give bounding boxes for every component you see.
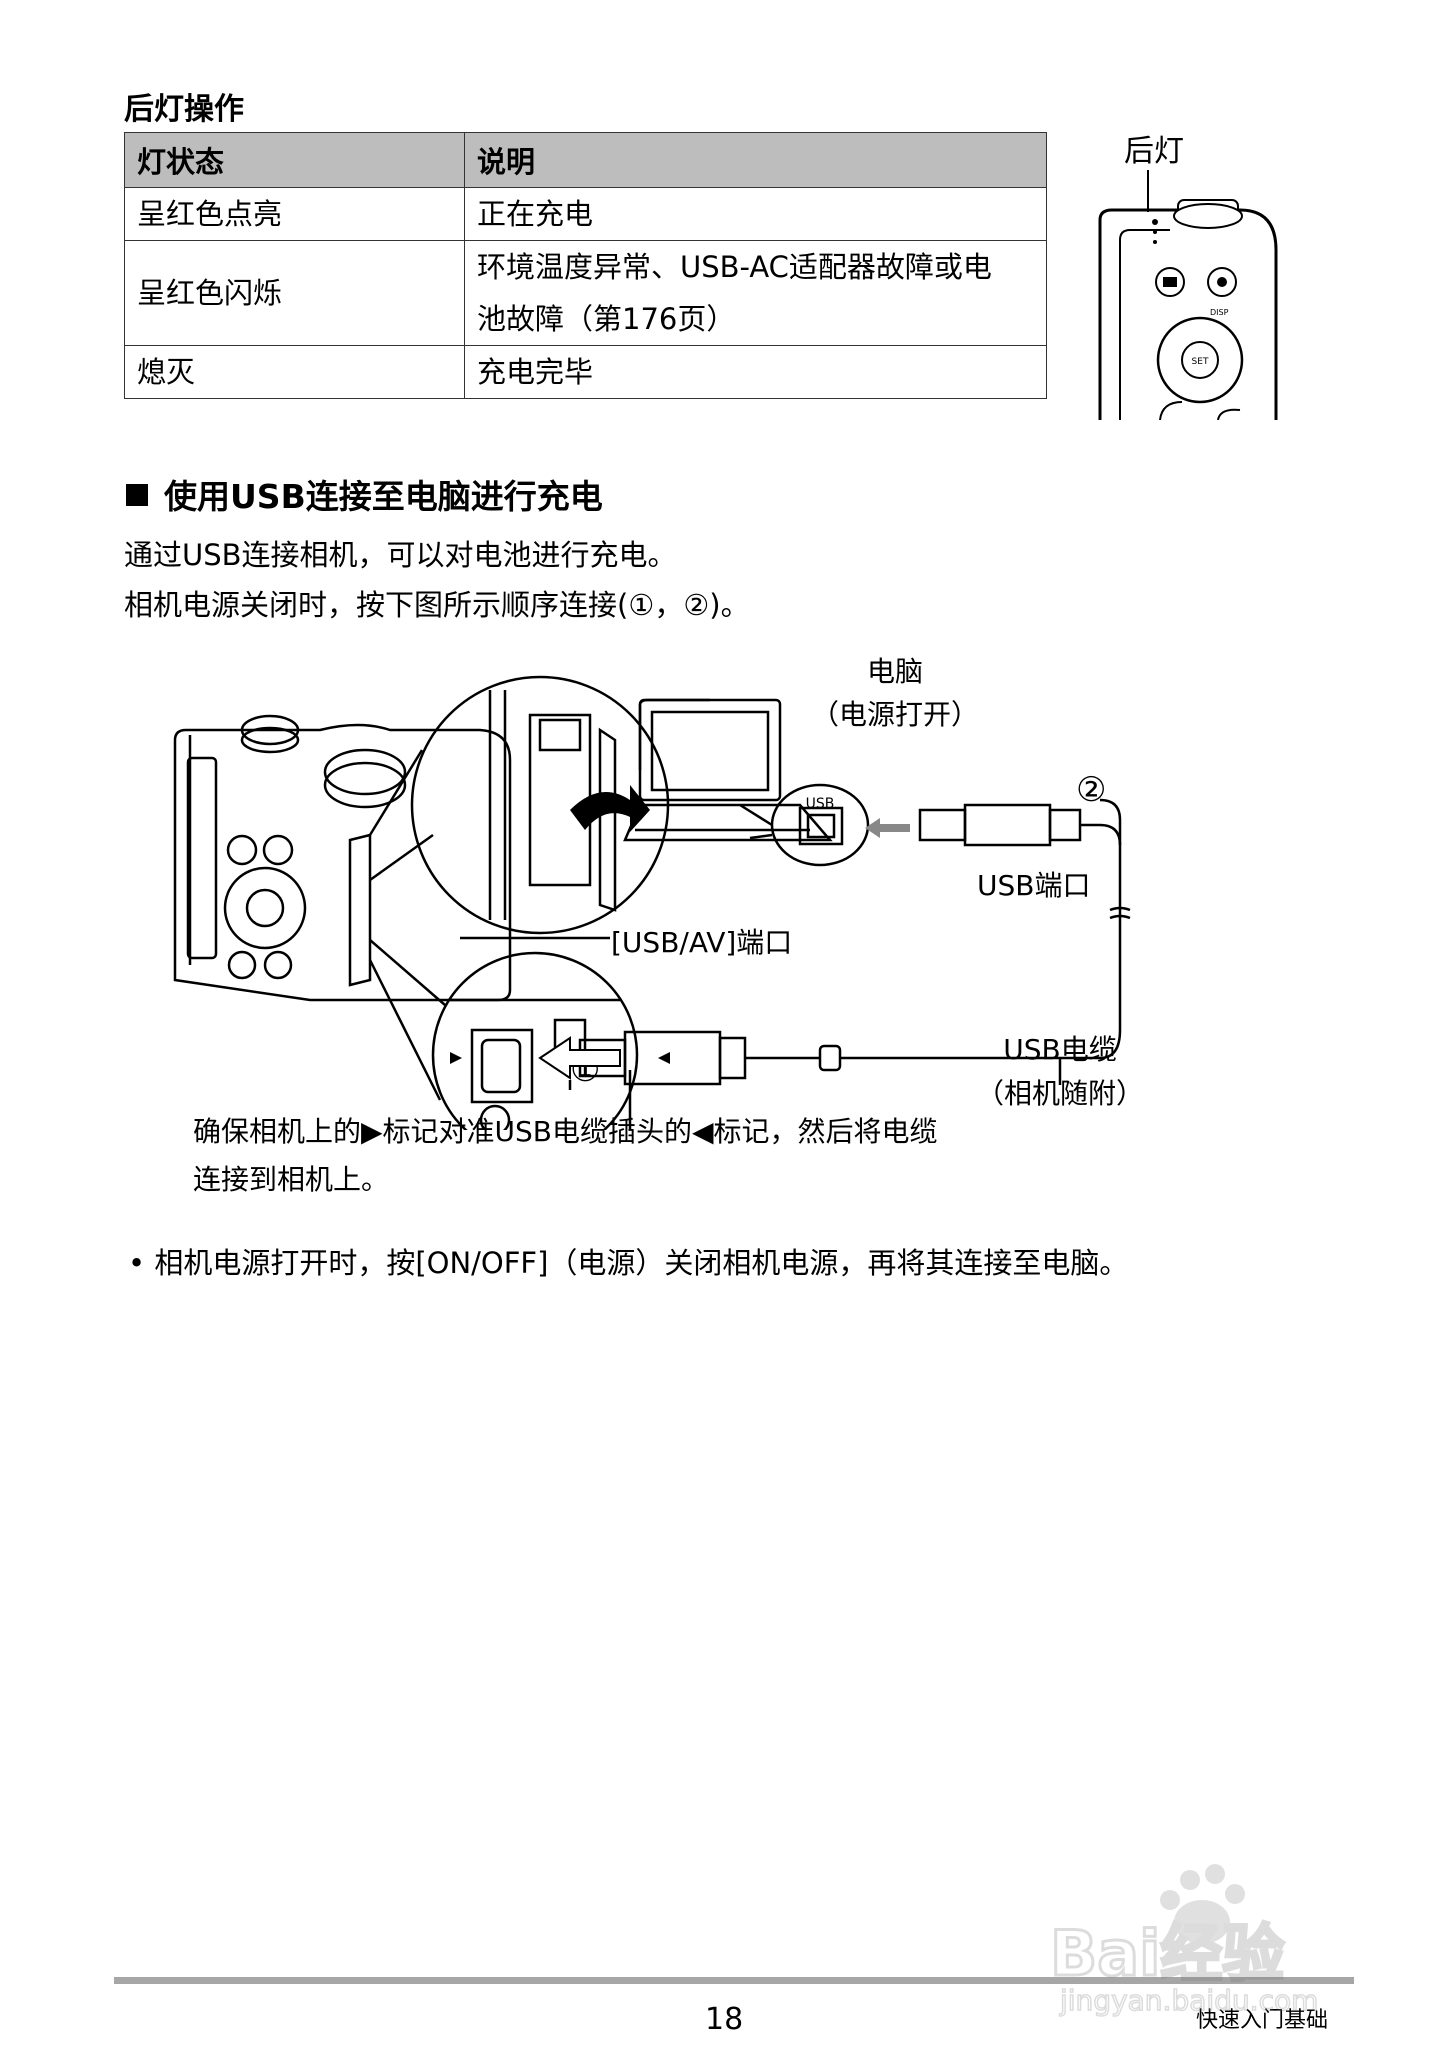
square-bullet-icon <box>126 484 148 506</box>
table-cell: 熄灭 <box>124 345 465 399</box>
step-2-marker: ② <box>1076 770 1107 810</box>
computer-label: 电脑 <box>866 655 923 688</box>
table-cell-line: 环境温度异常、USB-AC适配器故障或电 <box>477 250 992 284</box>
caption-line: 确保相机上的▶标记对准USB电缆插头的◀标记，然后将电缆 <box>193 1115 938 1148</box>
computer-power-label: （电源打开） <box>810 698 979 731</box>
table-row: 熄灭 充电完毕 <box>124 345 1047 399</box>
table-row: 呈红色点亮 正在充电 <box>124 187 1047 241</box>
page-number: 18 <box>705 2002 744 2037</box>
svg-text:SET: SET <box>1192 357 1209 367</box>
usb-connection-diagram: USB <box>173 675 1131 1130</box>
paragraph: 通过USB连接相机，可以对电池进行充电。 <box>124 538 677 572</box>
table-cell: 呈红色点亮 <box>124 187 465 241</box>
table-row: 呈红色闪烁 环境温度异常、USB-AC适配器故障或电 池故障（第176页） <box>124 240 1047 346</box>
table-cell-line: 池故障（第176页） <box>477 302 736 336</box>
section-title-text: 使用USB连接至电脑进行充电 <box>164 477 603 516</box>
lamp-status-table: 灯状态 说明 呈红色点亮 正在充电 呈红色闪烁 环境温度异常、USB-AC适配器… <box>124 132 1047 399</box>
usb-av-port-label: [USB/AV]端口 <box>611 926 793 959</box>
usb-port-label: USB端口 <box>977 869 1091 902</box>
table-cell: 正在充电 <box>464 187 1047 241</box>
svg-text:DISP: DISP <box>1210 308 1229 317</box>
footer-divider <box>114 1977 1354 1984</box>
table-header-row: 灯状态 说明 <box>124 132 1047 188</box>
table-cell: 充电完毕 <box>464 345 1047 399</box>
rear-lamp-label: 后灯 <box>1124 134 1184 169</box>
chapter-label: 快速入门基础 <box>1196 2008 1329 2033</box>
usb-port-text: USB <box>806 796 835 812</box>
note-bullet: • 相机电源打开时，按[ON/OFF]（电源）关闭相机电源，再将其连接至电脑。 <box>128 1246 1129 1280</box>
caption-line: 连接到相机上。 <box>193 1163 390 1196</box>
section-title-usb-charging: 使用USB连接至电脑进行充电 <box>126 470 603 518</box>
table-cell: 环境温度异常、USB-AC适配器故障或电 池故障（第176页） <box>464 240 1047 346</box>
table-header: 说明 <box>464 132 1047 188</box>
baidu-jingyan-watermark: Bai经验 jingyan.baidu.com <box>1049 1864 1319 2018</box>
paragraph: 相机电源关闭时，按下图所示顺序连接(①，②)。 <box>124 588 750 622</box>
watermark-brand: Bai经验 <box>1050 1917 1284 1990</box>
section-title-lamp: 后灯操作 <box>124 92 244 127</box>
table-cell: 呈红色闪烁 <box>124 240 465 346</box>
table-header: 灯状态 <box>124 132 465 188</box>
camera-back-illustration: SET DISP <box>1098 170 1278 420</box>
watermark-url: jingyan.baidu.com <box>1059 1984 1318 2017</box>
